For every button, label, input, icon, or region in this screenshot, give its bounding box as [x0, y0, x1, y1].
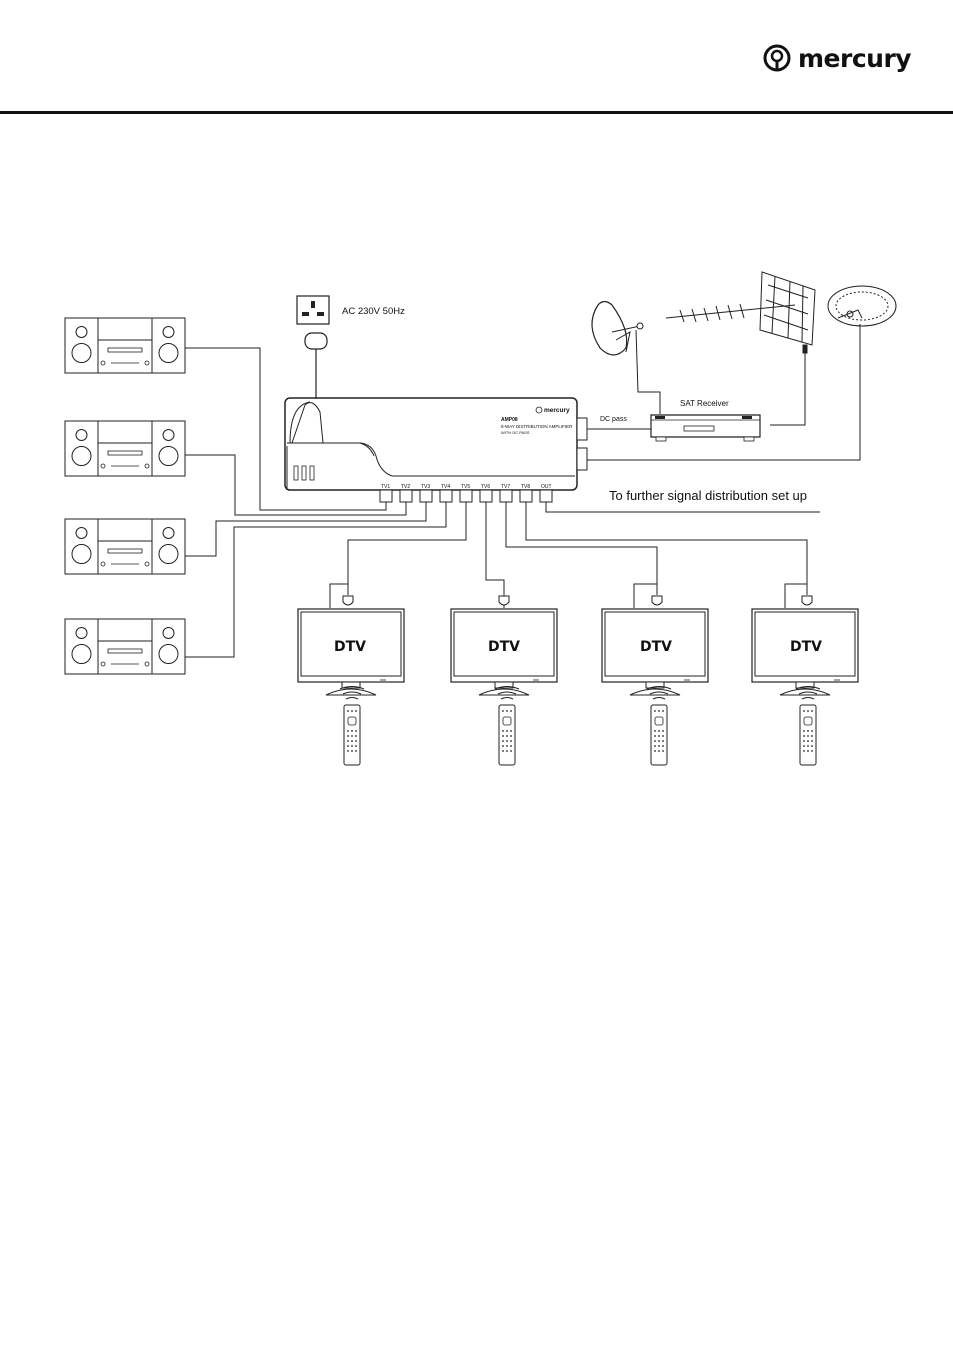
remote-control-icon [647, 687, 671, 766]
sat-receiver-label: SAT Receiver [680, 399, 729, 408]
tv-screen-label: DTV [488, 639, 520, 655]
tv-plug-icon [652, 596, 662, 605]
tv-plug-icon [343, 596, 353, 605]
satellite-dish-icon [592, 302, 660, 415]
tv-screen-label: DTV [640, 639, 672, 655]
port-label: TV1 [381, 484, 390, 490]
stereo-system-4 [65, 619, 185, 674]
tv-screen-label: DTV [334, 639, 366, 655]
amp-brand: mercury [544, 407, 570, 414]
output-ports: TV1 TV2 TV3 TV4 TV5 TV6 TV7 TV8 OUT [380, 484, 552, 502]
amp-description: 8-WAY DISTRIBUTION AMPLIFIER [501, 424, 573, 429]
port-label: TV3 [421, 484, 430, 490]
stereo-system-2 [65, 421, 185, 476]
tv-plug-icon [499, 596, 509, 605]
port-label: TV8 [521, 484, 530, 490]
remote-control-icon [340, 687, 364, 766]
input-port-2 [577, 448, 587, 470]
distribution-amplifier: AMP08 8-WAY DISTRIBUTION AMPLIFIER WITH … [285, 398, 577, 490]
remote-control-icon [796, 687, 820, 766]
tv-screen-label: DTV [790, 639, 822, 655]
further-distribution-label: To further signal distribution set up [609, 488, 807, 503]
tv-plug-icon [802, 596, 812, 605]
port-label: TV7 [501, 484, 510, 490]
port-label: TV5 [461, 484, 470, 490]
port-label: TV2 [401, 484, 410, 490]
amp-subtitle: WITH DC PASS [501, 430, 530, 435]
port-label: TV4 [441, 484, 450, 490]
power-socket-icon [297, 296, 329, 324]
port-label: TV6 [481, 484, 490, 490]
input-port-1 [577, 418, 587, 440]
remote-control-icon [495, 687, 519, 766]
stereo-system-1 [65, 318, 185, 373]
tv-cables [330, 502, 820, 608]
power-plug-icon [305, 333, 327, 398]
amp-model: AMP08 [501, 417, 518, 423]
power-label: AC 230V 50Hz [342, 306, 405, 317]
dc-pass-label: DC pass [600, 416, 627, 423]
port-label: OUT [541, 484, 552, 490]
sat-receiver [651, 415, 760, 441]
stereo-system-3 [65, 519, 185, 574]
